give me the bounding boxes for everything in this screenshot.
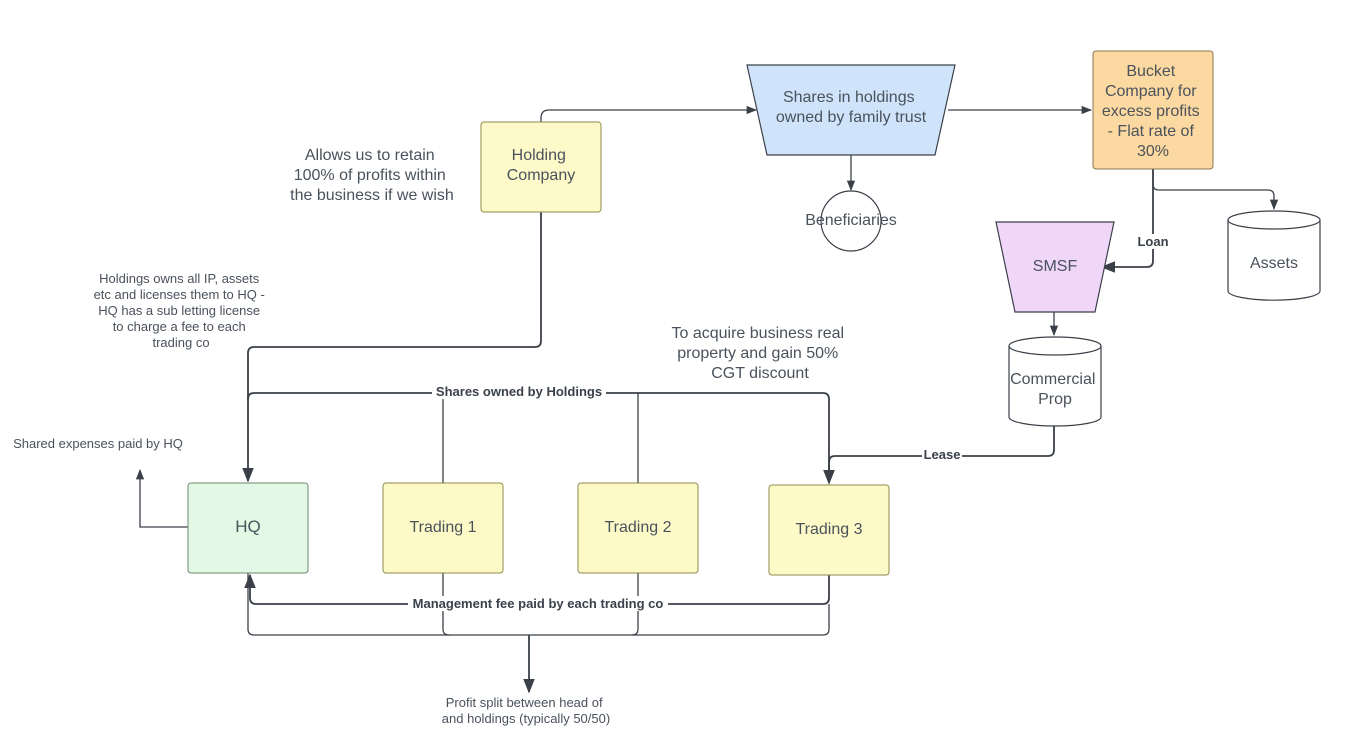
- assets-label: Assets: [1250, 255, 1298, 272]
- note-acquire-property: To acquire business real property and ga…: [672, 325, 849, 382]
- smsf-node[interactable]: SMSF: [995, 221, 1115, 313]
- bucket-label-3: excess profits: [1102, 103, 1200, 120]
- connector-profit-trading2: [631, 604, 639, 636]
- beneficiaries-node[interactable]: Beneficiaries: [805, 190, 897, 252]
- hq-label: HQ: [235, 517, 261, 536]
- bucket-company-node[interactable]: Bucket Company for excess profits - Flat…: [1092, 50, 1214, 170]
- edge-label-shares-owned: Shares owned by Holdings: [436, 384, 602, 399]
- edge-label-lease: Lease: [924, 447, 961, 462]
- edge-label-management-fee-group: Management fee paid by each trading co: [408, 596, 668, 611]
- connector-profit-trading1: [442, 604, 450, 636]
- assets-node[interactable]: Assets: [1227, 210, 1321, 301]
- note-profit-split: Profit split between head of and holding…: [442, 695, 610, 726]
- bucket-label-1: Bucket: [1126, 63, 1175, 80]
- trading-2-node[interactable]: Trading 2: [577, 482, 699, 574]
- bucket-label-5: 30%: [1137, 143, 1169, 160]
- bucket-label-4: - Flat rate of: [1108, 123, 1195, 140]
- commercial-prop-label-2: Prop: [1038, 391, 1072, 408]
- holding-company-node[interactable]: Holding Company: [480, 121, 602, 213]
- connector-holding-to-trust: [540, 105, 758, 122]
- shares-trust-label-1: Shares in holdings: [783, 89, 915, 106]
- trading-3-node[interactable]: Trading 3: [768, 484, 890, 576]
- edge-label-management-fee: Management fee paid by each trading co: [413, 596, 664, 611]
- shares-trust-label-2: owned by family trust: [776, 109, 927, 126]
- svg-text:Shares in holdings owned: Shares in holdings owned by family trust: [776, 89, 927, 126]
- note-shared-expenses: Shared expenses paid by HQ: [13, 436, 183, 451]
- edge-label-loan-group: Loan: [1136, 234, 1170, 249]
- hq-node[interactable]: HQ: [187, 482, 309, 574]
- shares-trust-node[interactable]: Shares in holdings owned by family trust: [746, 64, 956, 156]
- trading-1-label: Trading 1: [410, 519, 477, 536]
- holding-company-label-1: Holding: [512, 147, 566, 164]
- connector-hq-shared-expenses: [135, 468, 188, 528]
- note-retain-profits: Allows us to retain 100% of profits with…: [290, 147, 454, 204]
- beneficiaries-label: Beneficiaries: [805, 212, 897, 229]
- edge-label-lease-group: Lease: [922, 447, 962, 462]
- connector-bucket-to-assets: [1152, 169, 1279, 211]
- svg-text:Bucket Company for: Bucket Company for excess profits - Flat…: [1102, 63, 1204, 160]
- edge-label-shares-owned-group: Shares owned by Holdings: [432, 384, 606, 399]
- svg-text:Commercial Prop: Commercial Prop: [1010, 371, 1100, 408]
- connector-profit-split-bus: [247, 573, 830, 636]
- trading-3-label: Trading 3: [796, 521, 863, 538]
- holding-company-label-2: Company: [507, 167, 575, 184]
- smsf-label: SMSF: [1033, 258, 1078, 275]
- svg-text:Holding Company: Holding Company: [507, 147, 575, 184]
- commercial-prop-node[interactable]: Commercial Prop: [1008, 336, 1102, 427]
- trading-1-node[interactable]: Trading 1: [382, 482, 504, 574]
- connector-shares-bus: [247, 392, 835, 485]
- connector-holding-to-hq: [242, 212, 542, 483]
- bucket-label-2: Company for: [1105, 83, 1197, 100]
- commercial-prop-label-1: Commercial: [1010, 371, 1095, 388]
- note-holdings-ip: Holdings owns all IP, assets etc and lic…: [94, 271, 269, 350]
- connector-bucket-to-smsf-loan: [1100, 169, 1154, 273]
- trading-2-label: Trading 2: [605, 519, 672, 536]
- edge-label-loan: Loan: [1137, 234, 1168, 249]
